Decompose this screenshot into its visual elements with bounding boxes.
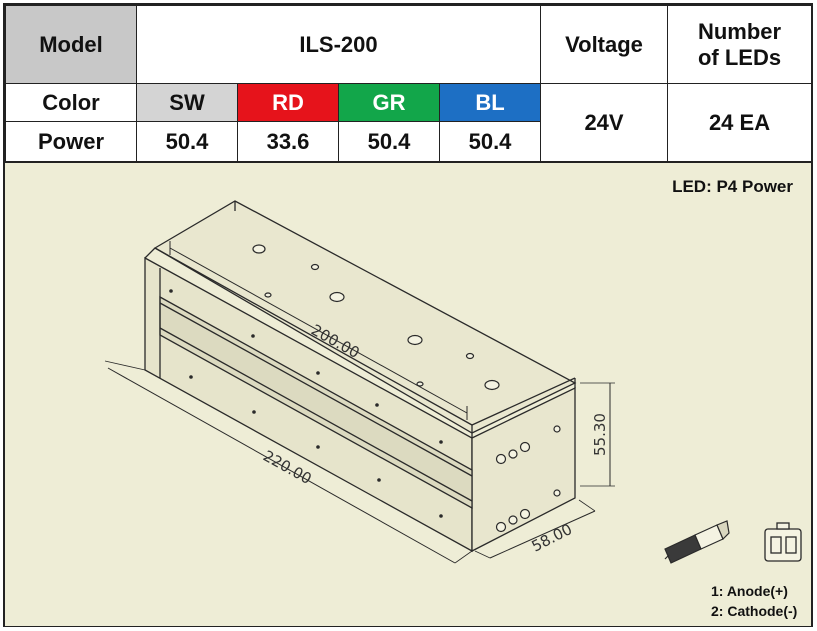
power-label: Power xyxy=(5,121,137,162)
end-hole xyxy=(553,425,561,433)
hole xyxy=(416,381,424,387)
power-bl: 50.4 xyxy=(438,121,542,162)
screw xyxy=(189,375,193,379)
screw xyxy=(252,410,256,414)
leds-label-line2: of LEDs xyxy=(697,44,782,70)
screw xyxy=(316,371,320,375)
model-value: ILS-200 xyxy=(135,5,542,84)
screw xyxy=(375,403,379,407)
spec-sheet: Model ILS-200 Voltage Number of LEDs Col… xyxy=(3,3,813,627)
isometric-drawing: 200.00 220.00 55.30 58.00 xyxy=(104,200,802,564)
hole xyxy=(252,244,266,254)
end-hole xyxy=(495,453,507,465)
hole xyxy=(264,292,272,298)
color-sw: SW xyxy=(136,83,238,122)
power-rd: 33.6 xyxy=(237,121,339,162)
led-note: LED: P4 Power xyxy=(672,177,793,196)
hole xyxy=(484,379,500,391)
hole xyxy=(465,352,475,360)
color-label: Color xyxy=(5,83,137,122)
screw xyxy=(439,440,443,444)
end-hole xyxy=(519,441,531,453)
screw xyxy=(169,289,173,293)
end-hole xyxy=(508,515,518,525)
pin1-label: 1: Anode(+) xyxy=(711,583,788,599)
spec-table: Model ILS-200 Voltage Number of LEDs Col… xyxy=(5,5,813,162)
technical-drawing: LED: P4 Power xyxy=(5,162,811,626)
power-gr: 50.4 xyxy=(338,121,440,162)
hole xyxy=(407,334,423,346)
end-hole xyxy=(553,489,561,497)
leds-value: 24 EA xyxy=(667,83,813,162)
voltage-label: Voltage xyxy=(540,5,669,84)
leds-label: Number of LEDs xyxy=(667,5,813,84)
connector-pinout-icon xyxy=(764,522,802,562)
end-hole xyxy=(519,508,531,520)
end-hole xyxy=(495,521,507,533)
connector-plug-icon xyxy=(664,520,730,564)
screw xyxy=(377,478,381,482)
color-rd: RD xyxy=(237,83,339,122)
screw xyxy=(439,514,443,518)
color-gr: GR xyxy=(338,83,440,122)
dim-height: 55.30 xyxy=(591,413,609,456)
screw xyxy=(316,445,320,449)
body-end-face xyxy=(471,386,576,553)
leds-label-line1: Number xyxy=(697,18,782,44)
model-label: Model xyxy=(5,5,137,84)
dim-width: 58.00 xyxy=(529,520,575,556)
color-bl: BL xyxy=(438,83,542,122)
screw xyxy=(251,334,255,338)
voltage-value: 24V xyxy=(540,83,669,162)
pin2-label: 2: Cathode(-) xyxy=(711,603,798,619)
hole xyxy=(310,263,320,271)
end-hole xyxy=(508,449,518,459)
hole xyxy=(329,291,345,303)
power-sw: 50.4 xyxy=(136,121,238,162)
